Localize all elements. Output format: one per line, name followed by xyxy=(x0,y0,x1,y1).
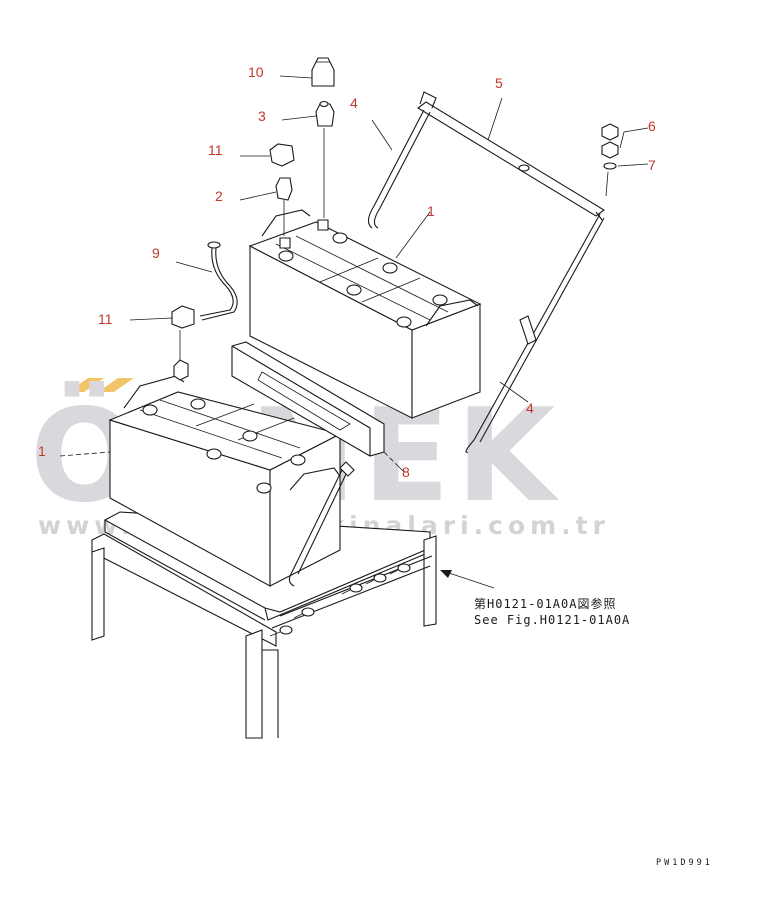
leader-lines xyxy=(129,75,649,473)
callout-10: 10 xyxy=(248,64,264,80)
callout-7: 7 xyxy=(648,157,656,173)
callout-5: 5 xyxy=(495,75,503,91)
frame-bolts xyxy=(269,563,411,637)
callout-11-left: 11 xyxy=(98,311,113,327)
callout-1-left: 1 xyxy=(38,443,46,459)
callout-2: 2 xyxy=(215,188,223,204)
callout-4-top: 4 xyxy=(350,95,358,111)
lower-hold-down xyxy=(288,461,355,587)
terminal-cover-11-top xyxy=(269,143,295,167)
rod-right xyxy=(465,213,605,453)
rod-top-left xyxy=(367,109,431,229)
battery-lower xyxy=(59,375,342,587)
reference-japanese: 第H0121-01A0A図参照 xyxy=(474,596,616,611)
callout-11-top: 11 xyxy=(208,142,223,158)
reference-arrow xyxy=(440,570,495,589)
cable-9 xyxy=(171,241,238,381)
figure-reference: 第H0121-01A0A図参照 See Fig.H0121-01A0A xyxy=(474,596,630,627)
callout-6: 6 xyxy=(648,118,656,134)
callout-9: 9 xyxy=(152,245,160,261)
callout-4-right: 4 xyxy=(526,400,534,416)
terminal-clamp-2 xyxy=(275,177,293,236)
drawing-code: PW1D991 xyxy=(656,858,713,868)
terminal-cover-10 xyxy=(311,57,335,87)
battery-upper xyxy=(248,209,482,419)
parts-nuts xyxy=(601,123,619,197)
callout-1-top: 1 xyxy=(427,203,435,219)
callout-8: 8 xyxy=(402,464,410,480)
battery-spacer xyxy=(231,341,399,467)
callout-3: 3 xyxy=(258,108,266,124)
callout-numbers: 10 3 4 5 6 7 11 2 1 9 11 1 4 8 xyxy=(38,64,656,480)
hold-down-bar xyxy=(417,91,605,221)
watermark-accent-icon xyxy=(68,378,134,392)
reference-english: See Fig.H0121-01A0A xyxy=(474,613,630,627)
terminal-clamp-3 xyxy=(315,100,335,218)
